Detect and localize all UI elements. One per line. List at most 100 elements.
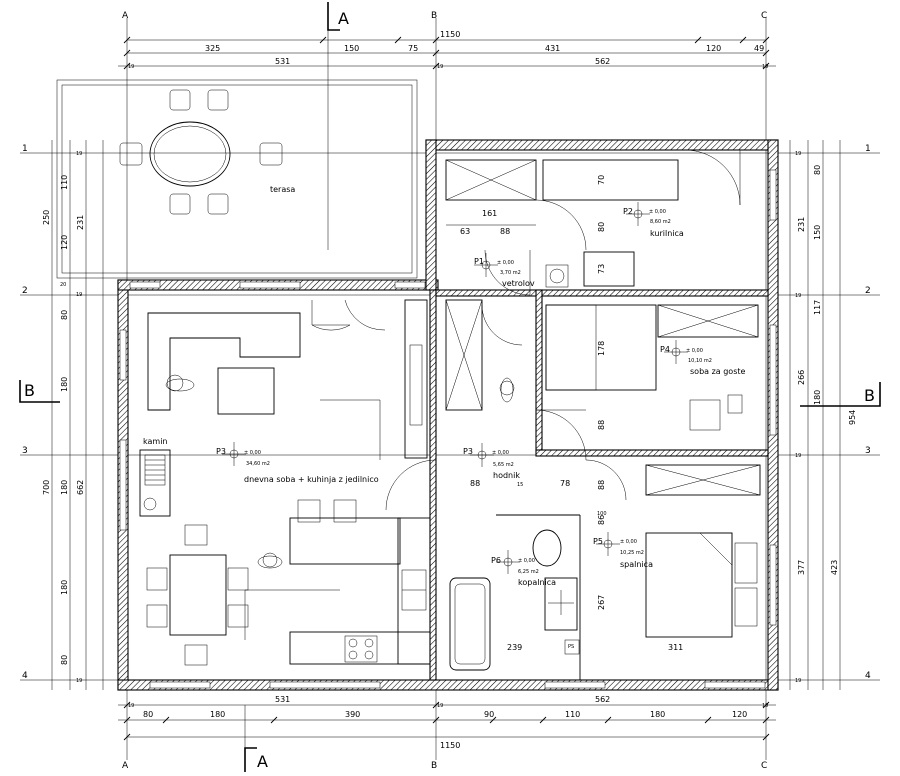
room-p4-name: soba za goste (690, 367, 746, 376)
room-p4-area: 10,10 m2 (688, 358, 712, 364)
room-p3-hodnik: P3 ± 0,00 5,65 m2 hodnik (463, 443, 520, 480)
dim-int-88d: 88 (597, 480, 606, 490)
room-p6: P6 ± 0,00 6,25 m2 kopalnica (491, 550, 556, 587)
dim-bottom-90: 90 (484, 710, 494, 719)
kamin-label: kamin (143, 437, 167, 446)
dim-int-311: 311 (668, 643, 683, 652)
axis-label-1-right: 1 (865, 144, 871, 154)
dim-right-954: 954 (848, 410, 857, 425)
axis-label-c-bottom: C (761, 761, 767, 771)
dim-top-531: 531 (275, 57, 290, 66)
dim-int-73: 73 (597, 264, 606, 274)
dim-left-80a: 80 (60, 310, 69, 320)
room-p3a-level: ± 0,00 (244, 450, 261, 456)
dim-int-161: 161 (482, 209, 497, 218)
room-p3b-name: hodnik (493, 471, 520, 480)
dim-small-19: 19 (795, 151, 801, 157)
dim-left-700: 700 (42, 480, 51, 495)
dim-small-19: 19 (795, 453, 801, 459)
dim-left-110: 110 (60, 175, 69, 190)
room-p6-code: P6 (491, 556, 501, 565)
room-p3a-code: P3 (216, 447, 226, 456)
room-p6-level: ± 0,00 (518, 558, 535, 564)
dim-small-19: 19 (437, 703, 443, 709)
axis-label-b-top: B (431, 11, 437, 21)
room-p5-code: P5 (593, 537, 603, 546)
dim-small-19: 19 (128, 703, 134, 709)
dim-small-19: 19 (762, 703, 768, 709)
dim-int-239: 239 (507, 643, 522, 652)
dim-bottom-562: 562 (595, 695, 610, 704)
dim-left-662: 662 (76, 480, 85, 495)
dim-int-15: 15 (517, 482, 523, 488)
dim-small-19: 19 (76, 151, 82, 157)
room-p5-name: spalnica (620, 560, 653, 569)
dim-left-180c: 180 (60, 580, 69, 595)
dim-right-231: 231 (797, 217, 806, 232)
room-p5-area: 10,25 m2 (620, 550, 644, 556)
dim-int-80: 80 (597, 222, 606, 232)
room-p6-name: kopalnica (518, 578, 556, 587)
dim-small-19: 19 (76, 678, 82, 684)
axis-label-4-left: 4 (22, 671, 28, 681)
dim-small-19: 19 (76, 292, 82, 298)
dim-right-150: 150 (813, 225, 822, 240)
room-p1-area: 3,70 m2 (500, 270, 521, 276)
dim-left-120: 120 (60, 235, 69, 250)
room-p6-area: 6,25 m2 (518, 569, 539, 575)
room-p4-code: P4 (660, 345, 670, 354)
dim-small-19: 19 (128, 64, 134, 70)
dim-bottom-110: 110 (565, 710, 580, 719)
dim-bottom-total: 1150 (440, 741, 460, 750)
room-labels: P1 ± 0,00 3,70 m2 vetrolov P2 ± 0,00 8,6… (143, 175, 746, 652)
dim-int-88c: 88 (470, 479, 480, 488)
dim-small-19: 19 (795, 678, 801, 684)
room-p1: P1 ± 0,00 3,70 m2 vetrolov (474, 253, 535, 288)
axis-label-c-top: C (761, 11, 767, 21)
room-p2-area: 8,60 m2 (650, 219, 671, 225)
room-p1-name: vetrolov (502, 279, 535, 288)
axis-label-b-bottom: B (431, 761, 437, 771)
room-p1-code: P1 (474, 257, 484, 266)
dim-small-19: 19 (437, 64, 443, 70)
dim-left-250: 250 (42, 210, 51, 225)
axis-label-2-left: 2 (22, 286, 28, 296)
room-p2-code: P2 (623, 207, 633, 216)
room-p4-level: ± 0,00 (686, 348, 703, 354)
section-a-top-label: A (338, 9, 349, 28)
dim-int-63: 63 (460, 227, 470, 236)
axis-label-a-bottom: A (122, 761, 129, 771)
axis-label-3-left: 3 (22, 446, 28, 456)
dim-top-325: 325 (205, 44, 220, 53)
section-a-bottom-label: A (257, 752, 268, 771)
dim-top-562: 562 (595, 57, 610, 66)
interior-lines (119, 149, 777, 689)
section-b-right-label: B (864, 386, 875, 405)
dim-small-19: 19 (795, 293, 801, 299)
room-p3-living: P3 ± 0,00 34,60 m2 dnevna soba + kuhinja… (216, 442, 379, 484)
dim-int-88b: 88 (597, 420, 606, 430)
dim-bottom-80: 80 (143, 710, 153, 719)
dim-bottom-180b: 180 (650, 710, 665, 719)
dim-left-180b: 180 (60, 480, 69, 495)
dim-right-117: 117 (813, 300, 822, 315)
ps-label: PS (568, 644, 574, 650)
axis-label-4-right: 4 (865, 671, 871, 681)
room-p3a-name: dnevna soba + kuhinja z jedilnico (244, 475, 379, 484)
dim-top-total: 1150 (440, 30, 460, 39)
dimension-lines: 1150 325 150 75 431 120 49 531 562 531 5… (42, 30, 857, 750)
dim-int-86: 86 (597, 515, 606, 525)
room-p1-level: ± 0,00 (497, 260, 514, 266)
room-p3b-level: ± 0,00 (492, 450, 509, 456)
walls (117, 139, 779, 691)
dim-left-231: 231 (76, 215, 85, 230)
dim-bottom-180a: 180 (210, 710, 225, 719)
room-p3a-area: 34,60 m2 (246, 461, 270, 467)
dim-bottom-390: 390 (345, 710, 360, 719)
room-p2: P2 ± 0,00 8,60 m2 kurilnica (623, 202, 684, 238)
terrace: terasa (56, 79, 418, 279)
dim-bottom-531: 531 (275, 695, 290, 704)
axis-label-2-right: 2 (865, 286, 871, 296)
dim-left-80b: 80 (60, 655, 69, 665)
